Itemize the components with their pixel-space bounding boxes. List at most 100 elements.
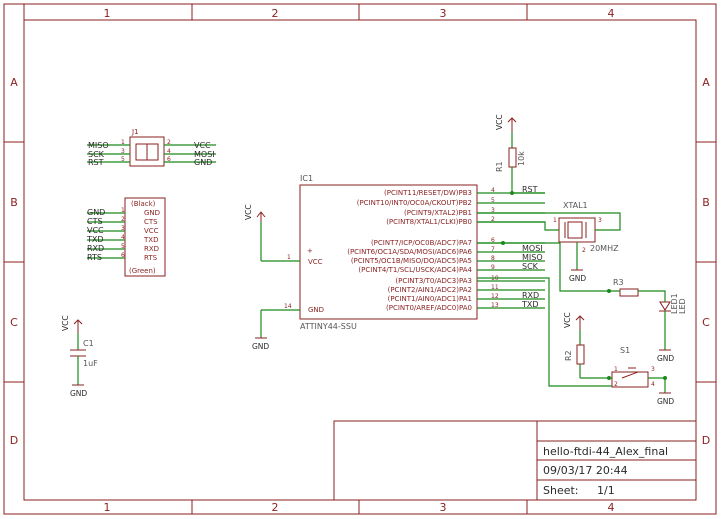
r1-value: 10k [517,151,526,166]
ftdi-net-txd: TXD [86,235,104,244]
ic1-pin-label-12: (PCINT1/AIN0/ADC1)PA1 [388,295,472,303]
row-label-left-a: A [10,76,18,89]
ic1-vcc-power-label: VCC [244,204,253,220]
ic1-pin-number-5: 5 [491,197,495,204]
r1-name: R1 [495,161,504,172]
ftdi-net-rts: RTS [87,253,102,262]
ftdi-pin-label-rts: RTS [144,254,158,262]
ic1-gnd-pin-label: GND [308,306,324,314]
r2-vcc-label: VCC [563,312,572,328]
ftdi-pin-1: 1 [121,207,125,214]
ic1-pin-label-8: (PCINT5/OC1B/MISO/DO/ADC5)PA5 [351,257,472,265]
ftdi-pin-label-txd: TXD [143,236,158,244]
ftdi-bottom-label: (Green) [129,267,156,275]
ic1-pin-number-3: 3 [491,207,495,214]
j1-pin-3: 3 [121,148,125,155]
ic1-pin-number-6: 6 [491,237,495,244]
c1-value: 1uF [83,359,98,368]
j1-net-sck: SCK [88,150,105,159]
j1-pin-1: 1 [121,139,125,146]
ic1-pin-label-5: (PCINT10/INT0/OC0A/CKOUT)PB2 [357,199,472,207]
led1-name: LED1 [670,293,679,314]
xtal1-pin-1: 1 [553,217,557,224]
ic1-pin-label-13: (PCINT0/AREF/ADC0)PA0 [386,304,472,312]
ic1-pin-label-2: (PCINT8/XTAL1/CLKI)PB0 [386,218,472,226]
ic1-net-label-sck: SCK [522,262,539,271]
drawing-date: 09/03/17 20:44 [543,464,628,477]
j1-name: J1 [131,128,139,136]
ic1-pin-number-9: 9 [491,264,495,271]
column-label-top-4: 4 [608,7,615,20]
ic1-pin-label-3: (PCINT9/XTAL2)PB1 [404,209,472,217]
r3-name: R3 [613,278,624,287]
ftdi-pin-3: 3 [121,225,125,232]
j1-net-rst: RST [88,158,104,167]
ftdi-net-vcc: VCC [87,226,104,235]
sheet-label: Sheet: [543,484,579,497]
row-label-right-b: B [702,196,710,209]
column-label-bottom-4: 4 [608,501,615,514]
ic1-value: ATTINY44-SSU [300,322,357,331]
row-label-left-c: C [10,316,18,329]
ic1-pin-label-7: (PCINT6/OC1A/SDA/MOSI/ADC6)PA6 [347,248,472,256]
connector-ftdi: (Black) (Green) GND CTS VCC TXD RXD RTS … [86,197,166,277]
ic1-pin-vcc-number: 1 [287,254,291,261]
ftdi-pin-2: 2 [121,216,125,223]
xtal1-pin-2: 2 [582,247,586,254]
title-block: hello-ftdi-44_Alex_final 09/03/17 20:44 … [333,420,697,501]
column-label-bottom-2: 2 [272,501,279,514]
j1-net-vcc: VCC [194,141,211,150]
ftdi-pin-4: 4 [121,234,125,241]
c1-gnd-label: GND [70,389,87,398]
ftdi-pin-5: 5 [121,243,125,250]
row-label-left-b: B [10,196,18,209]
j1-pin-5: 5 [121,156,125,163]
j1-net-mosi: MOSI [194,150,215,159]
ftdi-net-rxd: RXD [87,244,104,253]
switch-branch: VCC R2 S1 1 2 3 4 GND [563,312,674,406]
xtal1-gnd-label: GND [569,274,586,283]
ftdi-net-cts: CTS [87,217,103,226]
resistor-r1: VCC R1 10k [495,114,526,195]
ftdi-pin-label-gnd: GND [144,209,160,217]
xtal1-pin-3: 3 [598,217,602,224]
j1-pin-4: 4 [167,148,171,155]
column-label-top-3: 3 [440,7,447,20]
ic1-pin-number-12: 12 [491,293,499,300]
r1-vcc-label: VCC [495,114,504,130]
switch-gnd-label: GND [657,397,674,406]
j1-pin-2: 2 [167,139,171,146]
s1-pin-3: 3 [651,366,655,373]
row-label-left-d: D [10,434,18,447]
led-gnd-label: GND [657,354,674,363]
ic1-pin-number-2: 2 [491,216,495,223]
column-label-top-2: 2 [272,7,279,20]
connector-j1: J1 MISO SCK RST 1 3 5 VCC MOSI GND 2 4 6 [87,128,216,167]
ic1-pin-gnd-number: 14 [284,303,292,310]
ic1-pin-label-4: (PCINT11/RESET/DW)PB3 [384,189,472,197]
ic1-vcc-pin-label: VCC [308,258,323,266]
j1-net-gnd: GND [194,158,212,167]
ic1-gnd-power-label: GND [252,342,269,351]
s1-pin-1: 1 [614,366,618,373]
column-label-top-1: 1 [104,7,111,20]
ic1-net-label-rxd: RXD [522,291,539,300]
row-label-right-d: D [702,434,710,447]
ic1-net-label-miso: MISO [522,253,543,262]
capacitor-c1: VCC GND C1 1uF [61,315,98,398]
s1-pin-2: 2 [614,381,618,388]
ic1-pin-number-13: 13 [491,302,499,309]
c1-name: C1 [83,339,94,348]
ic1-pin-number-8: 8 [491,255,495,262]
led1-value: LED [678,298,687,314]
ic1-attiny44: IC1 ATTINY44-SSU VCC GND + VCC 1 GND 14 … [244,174,545,351]
row-label-right-c: C [702,316,710,329]
ic1-pin-number-7: 7 [491,246,495,253]
ftdi-pin-label-vcc: VCC [144,227,159,235]
ic1-pin-label-6: (PCINT7/ICP/OC0B/ADC7)PA7 [371,239,472,247]
ic1-pin-label-11: (PCINT2/AIN1/ADC2)PA2 [388,286,472,294]
ic1-net-label-mosi: MOSI [522,244,543,253]
ic1-polarity-mark: + [307,247,313,255]
